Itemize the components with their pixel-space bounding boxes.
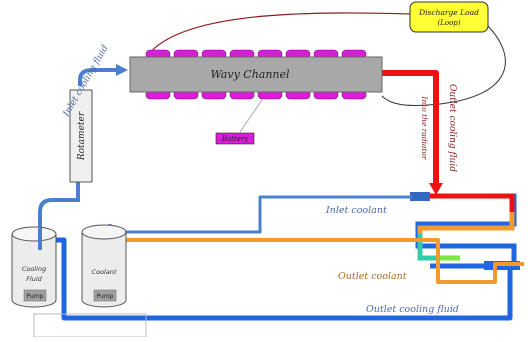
discharge-load-box: Discharge Load (Loop): [409, 1, 489, 33]
discharge-load-label: Discharge Load: [418, 8, 479, 17]
pump-left-label: Pump: [27, 293, 44, 300]
outlet-coolant-label: Outlet coolant: [338, 271, 407, 282]
into-the-radiator-label: Into the radiator: [420, 95, 429, 160]
pump-right: [93, 289, 117, 302]
radiator: [410, 192, 520, 270]
load-wire-return: [381, 25, 506, 106]
wavy-channel-label: Wavy Channel: [210, 68, 290, 81]
pump-right-label: Pump: [97, 293, 114, 300]
channel-inlet-arrow: [116, 64, 128, 76]
red-pipe-arrow: [429, 183, 443, 195]
cooling-fluid-tank-label-line2: Fluid: [26, 275, 42, 283]
battery-tag: Battery: [215, 132, 255, 145]
load-wire: [147, 12, 415, 56]
rotameter-label: Rotameter: [77, 111, 87, 161]
pump-left: [23, 289, 47, 302]
battery-leader-line: [239, 99, 263, 133]
inlet-coolant-label: Inlet coolant: [325, 205, 387, 216]
outlet-cooling-fluid-vertical-label: Outlet cooling fluid: [447, 84, 457, 172]
cooling-fluid-tank: Cooling Fluid Pump: [11, 226, 57, 308]
inlet-cooling-fluid-upper-pipe: [78, 68, 118, 86]
rotameter: Rotameter: [69, 89, 93, 183]
coolant-tank: Coolant Pump: [81, 224, 127, 308]
cooling-fluid-tank-label-line1: Cooling: [22, 265, 46, 273]
outlet-coolant-pipe: [124, 238, 524, 284]
outlet-cooling-fluid-pipe: [50, 237, 513, 321]
outlet-cooling-fluid-red-pipe: [380, 70, 439, 186]
wavy-channel: Wavy Channel: [129, 56, 383, 93]
inlet-cooling-fluid-pipe: [38, 172, 80, 250]
discharge-load-sublabel: (Loop): [437, 19, 460, 27]
coolant-tank-label: Coolant: [92, 268, 117, 276]
battery-label: Battery: [221, 135, 249, 143]
outlet-cooling-fluid-bottom-label: Outlet cooling fluid: [366, 304, 459, 315]
